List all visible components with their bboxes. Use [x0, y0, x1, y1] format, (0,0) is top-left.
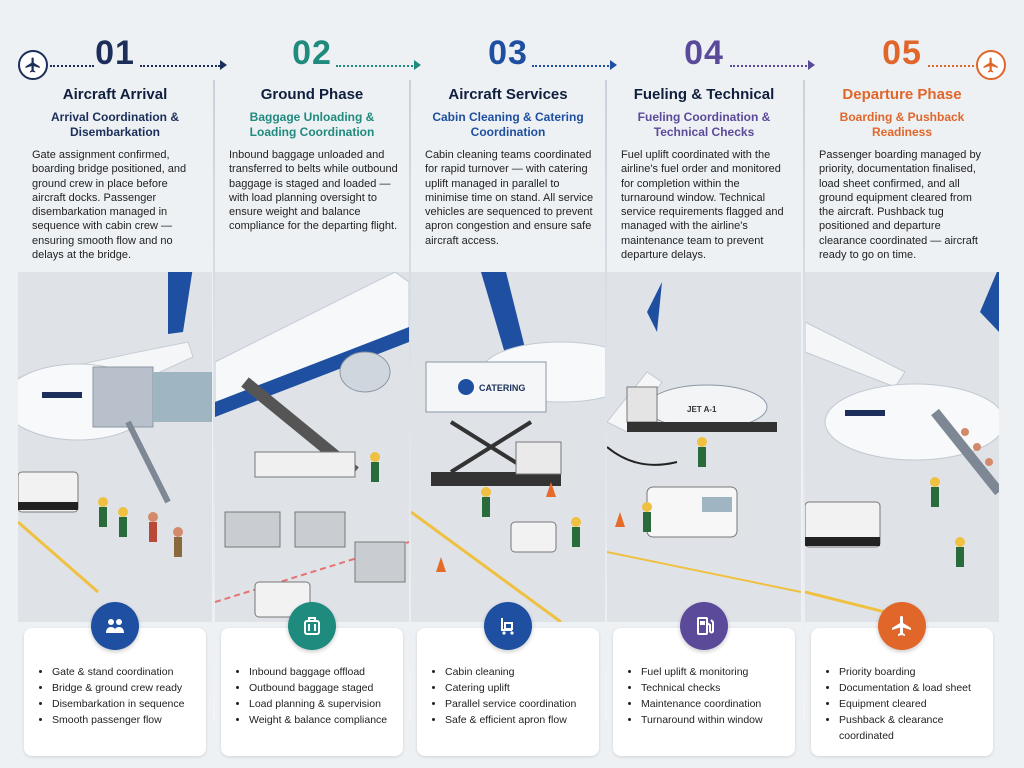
airplane-icon [18, 50, 48, 80]
phase-description: Fuel uplift coordinated with the airline… [621, 149, 784, 262]
phase-bullet-list: Cabin cleaning Catering uplift Parallel … [431, 664, 593, 728]
column-divider [803, 80, 805, 720]
phase-bullet-list: Gate & stand coordination Bridge & groun… [38, 664, 200, 728]
phase-subtitle: Cabin Cleaning & Catering Coordination [432, 110, 584, 139]
departure-scene-illustration [805, 272, 999, 622]
timeline-connector [140, 65, 220, 67]
airplane-icon [878, 602, 926, 650]
fueling-scene-illustration: JET A-1 [607, 272, 801, 622]
list-item: Cabin cleaning [445, 664, 593, 680]
list-item: Pushback & clearance coordinated [839, 712, 987, 744]
timeline-connector [50, 65, 94, 67]
phase-summary-card: Gate & stand coordination Bridge & groun… [24, 602, 206, 756]
list-item: Technical checks [641, 680, 789, 696]
phase-bullet-list: Priority boarding Documentation & load s… [825, 664, 987, 744]
timeline-arrow [414, 60, 421, 70]
phase-column-fueling: 04 Fueling & Technical Fueling Coordinat… [607, 34, 801, 768]
phase-subtitle: Arrival Coordination & Disembarkation [50, 110, 179, 139]
phase-summary-card: Inbound baggage offload Outbound baggage… [221, 602, 403, 756]
phase-summary-card: Cabin cleaning Catering uplift Parallel … [417, 602, 599, 756]
phase-column-services: 03 Aircraft Services Cabin Cleaning & Ca… [411, 34, 605, 768]
phase-subtitle: Boarding & Pushback Readiness [839, 110, 965, 139]
list-item: Parallel service coordination [445, 696, 593, 712]
phase-number: 02 [292, 34, 332, 72]
phase-description: Inbound baggage unloaded and transferred… [229, 149, 398, 233]
passengers-icon [91, 602, 139, 650]
list-item: Documentation & load sheet [839, 680, 987, 696]
list-item: Priority boarding [839, 664, 987, 680]
column-divider [409, 80, 411, 720]
phase-subtitle: Baggage Unloading & Loading Coordination [249, 110, 375, 139]
timeline-arrow [808, 60, 815, 70]
phase-subtitle: Fueling Coordination & Technical Checks [637, 110, 771, 139]
timeline-connector [532, 65, 612, 67]
phase-number: 01 [95, 34, 135, 72]
list-item: Gate & stand coordination [52, 664, 200, 680]
phase-bullet-list: Fuel uplift & monitoring Technical check… [627, 664, 789, 728]
timeline-header [0, 0, 1024, 80]
phase-column-arrival: 01 Aircraft Arrival Arrival Coordination… [18, 34, 212, 768]
phase-title: Fueling & Technical [633, 86, 775, 103]
phase-number: 03 [488, 34, 528, 72]
list-item: Outbound baggage staged [249, 680, 397, 696]
column-divider [213, 80, 215, 720]
luggage-icon [288, 602, 336, 650]
list-item: Smooth passenger flow [52, 712, 200, 728]
airplane-icon [976, 50, 1006, 80]
list-item: Safe & efficient apron flow [445, 712, 593, 728]
list-item: Fuel uplift & monitoring [641, 664, 789, 680]
column-divider [605, 80, 607, 720]
list-item: Disembarkation in sequence [52, 696, 200, 712]
list-item: Turnaround within window [641, 712, 789, 728]
list-item: Equipment cleared [839, 696, 987, 712]
phase-title: Ground Phase [260, 86, 364, 103]
phase-column-ground: 02 Ground Phase Baggage Unloading & Load… [215, 34, 409, 768]
phase-bullet-list: Inbound baggage offload Outbound baggage… [235, 664, 397, 728]
phase-description: Gate assignment confirmed, boarding brid… [32, 149, 187, 262]
phase-title: Departure Phase [842, 86, 962, 103]
cleaning-cart-icon [484, 602, 532, 650]
phase-title: Aircraft Services [448, 86, 568, 103]
timeline-arrow [610, 60, 617, 70]
services-scene-illustration: CATERING [411, 272, 605, 622]
ground-scene-illustration [215, 272, 409, 622]
phase-number: 04 [684, 34, 724, 72]
fuel-pump-icon [680, 602, 728, 650]
phase-number: 05 [882, 34, 922, 72]
catering-truck-label: CATERING [479, 383, 525, 393]
timeline-arrow [220, 60, 227, 70]
timeline-connector [928, 65, 974, 67]
list-item: Load planning & supervision [249, 696, 397, 712]
list-item: Catering uplift [445, 680, 593, 696]
timeline-connector [730, 65, 810, 67]
list-item: Maintenance coordination [641, 696, 789, 712]
list-item: Weight & balance compliance [249, 712, 397, 728]
list-item: Bridge & ground crew ready [52, 680, 200, 696]
phase-summary-card: Priority boarding Documentation & load s… [811, 602, 993, 756]
phase-summary-card: Fuel uplift & monitoring Technical check… [613, 602, 795, 756]
phase-description: Cabin cleaning teams coordinated for rap… [425, 149, 594, 247]
list-item: Inbound baggage offload [249, 664, 397, 680]
phase-description: Passenger boarding managed by priority, … [819, 149, 982, 262]
arrival-scene-illustration [18, 272, 212, 622]
timeline-connector [336, 65, 416, 67]
phase-title: Aircraft Arrival [62, 86, 168, 103]
fuel-truck-label: JET A-1 [687, 405, 717, 414]
phase-column-departure: 05 Departure Phase Boarding & Pushback R… [805, 34, 999, 768]
